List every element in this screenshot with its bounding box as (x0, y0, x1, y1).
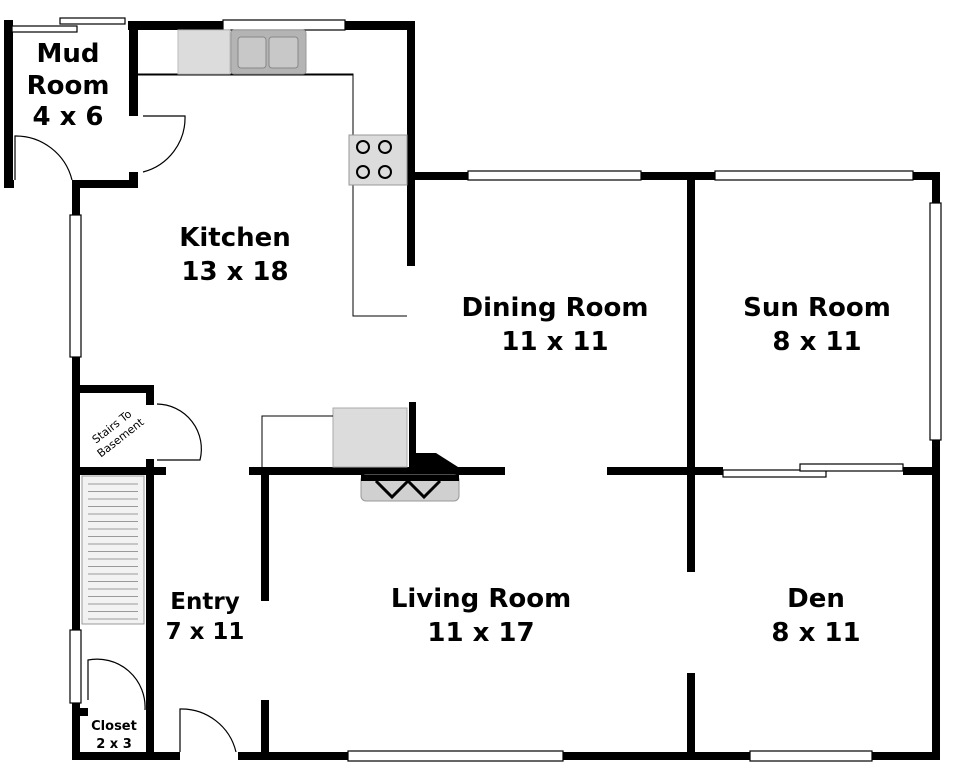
living-room-label: Living Room (391, 584, 571, 614)
walls (4, 20, 940, 760)
room-labels: Mud Room 4 x 6 Kitchen 13 x 18 Dining Ro… (27, 39, 891, 752)
dining-room-size: 11 x 11 (501, 327, 608, 357)
entry-size: 7 x 11 (166, 619, 245, 645)
living-room-size: 11 x 17 (427, 618, 534, 648)
kitchen-size: 13 x 18 (181, 257, 288, 287)
mud-room-label-2: Room (27, 71, 110, 101)
staircase (81, 475, 145, 625)
entry-label: Entry (170, 589, 239, 615)
windows (11, 17, 942, 762)
kitchen-label: Kitchen (179, 223, 291, 253)
mud-room-size: 4 x 6 (32, 102, 103, 132)
dishwasher (177, 29, 231, 75)
fixtures (81, 29, 460, 625)
sun-room-label: Sun Room (743, 293, 891, 323)
doors (14, 115, 237, 753)
mud-room-label: Mud (37, 39, 100, 69)
closet-size: 2 x 3 (96, 737, 132, 752)
den-size: 8 x 11 (771, 618, 860, 648)
closet-label: Closet (91, 719, 137, 734)
den-label: Den (787, 584, 845, 614)
dining-room-label: Dining Room (462, 293, 649, 323)
sun-room-size: 8 x 11 (772, 327, 861, 357)
fireplace-hearth (332, 407, 408, 468)
